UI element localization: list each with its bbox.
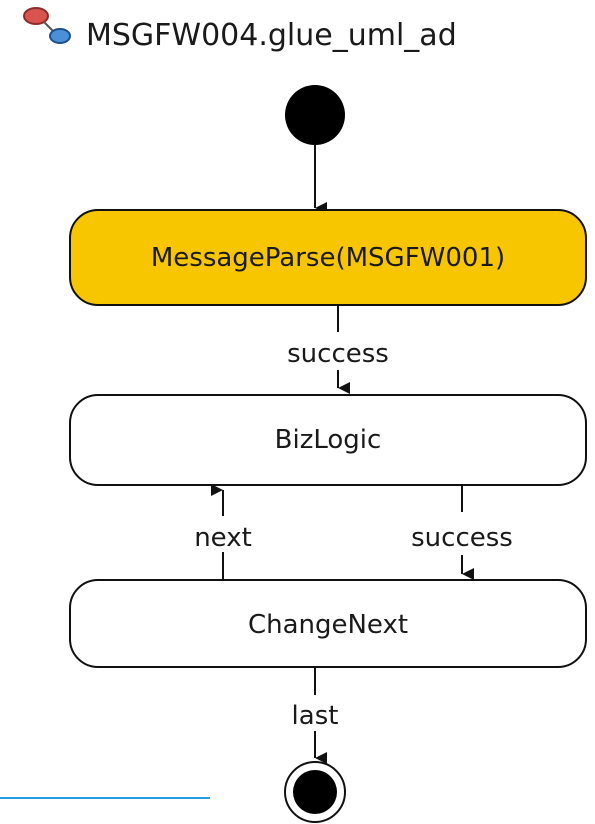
action-node-biz-logic[interactable]: BizLogic (69, 394, 587, 486)
edge-biz-to-change[interactable]: success (411, 485, 513, 580)
action-node-biz-logic-box (69, 394, 587, 486)
edge-biz-to-change-label: success (411, 523, 513, 553)
edge-change-to-biz-label: next (194, 523, 252, 553)
action-node-message-parse[interactable]: MessageParse(MSGFW001) (69, 209, 587, 306)
edge-change-to-biz[interactable]: next (194, 484, 252, 580)
file-header[interactable]: MSGFW004.glue_uml_ad (23, 7, 457, 53)
file-name: MSGFW004.glue_uml_ad (86, 18, 457, 53)
edge-parse-to-biz-label: success (287, 339, 389, 369)
action-node-message-parse-label: MessageParse(MSGFW001) (151, 243, 505, 273)
action-node-biz-logic-label: BizLogic (275, 425, 382, 455)
edge-change-to-final-label: last (292, 701, 339, 731)
action-node-change-next-box (69, 579, 587, 668)
edge-change-to-final[interactable]: last (292, 667, 339, 764)
action-node-change-next[interactable]: ChangeNext (69, 579, 587, 668)
initial-node[interactable] (285, 85, 345, 145)
action-node-change-next-label: ChangeNext (248, 610, 408, 640)
final-node[interactable] (284, 761, 346, 823)
activity-diagram-file-icon (23, 7, 71, 44)
edge-parse-to-biz[interactable]: success (287, 305, 389, 394)
action-node-message-parse-box (69, 209, 587, 306)
